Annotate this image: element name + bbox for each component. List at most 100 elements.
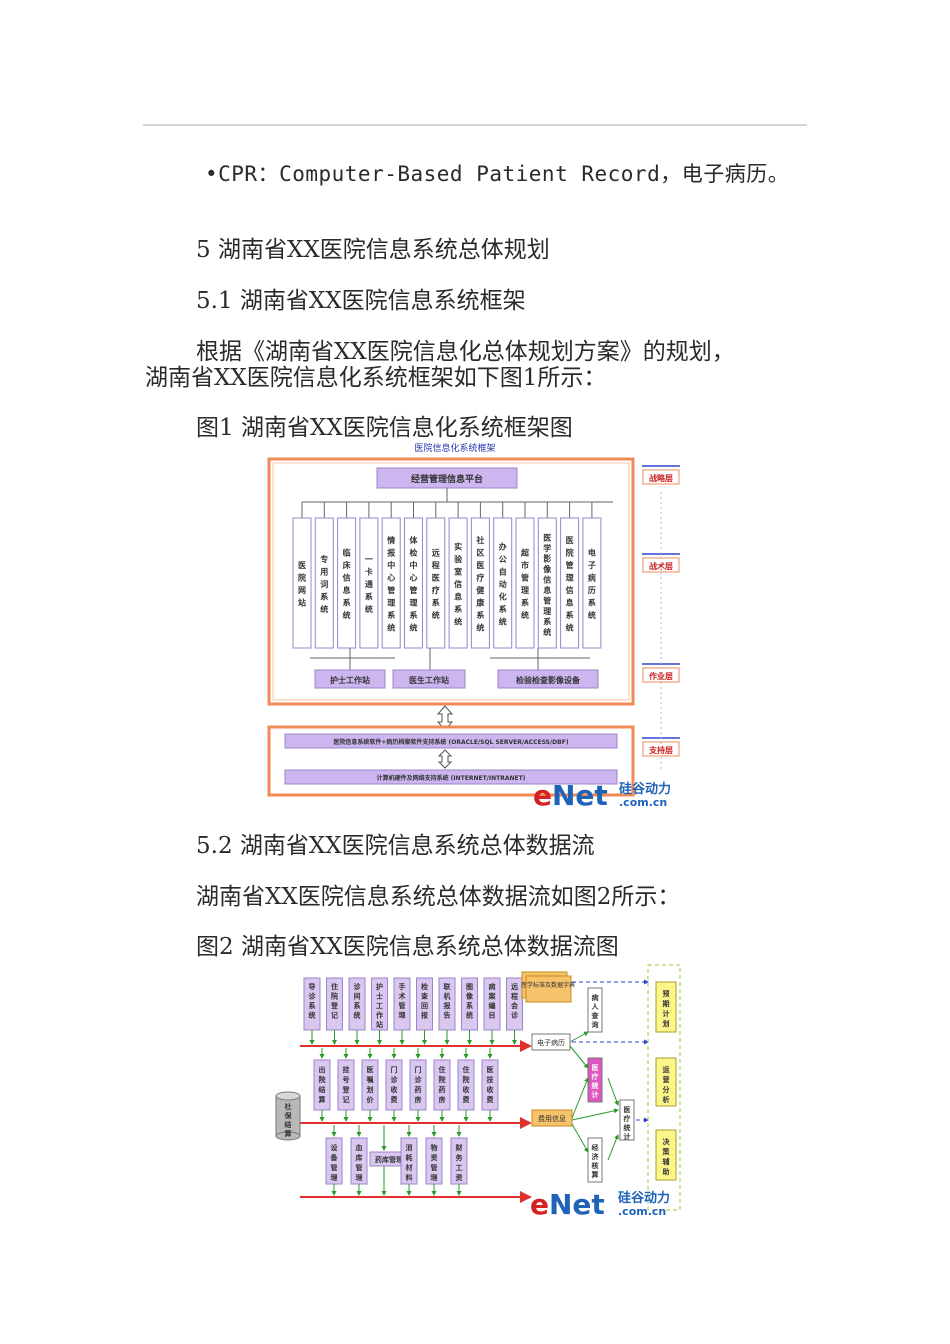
fig2-decision-box — [655, 1129, 677, 1181]
fig1-system-label: 医学影像信息管理系统 — [542, 534, 552, 638]
fig2-analysis-label: 医疗统计 — [624, 1106, 631, 1141]
paragraph-1-line-2: 湖南省XX医院信息化系统框架如下图1所示： — [145, 365, 607, 391]
fig2-bottom-module-label: 设备管理 — [330, 1143, 339, 1182]
fig2-bottom-module-label: 财务工资 — [455, 1143, 464, 1182]
fig2-dictionary-label: 医学标准及数据字典 — [521, 981, 575, 989]
fig1-system-label: 办公自动化系统 — [499, 541, 507, 626]
fig1-system-box — [292, 517, 312, 649]
fig1-layer-label: 作业层 — [649, 671, 673, 681]
figure-2-dataflow-diagram: 导诊系统 住院登记 诊间系统 护士工作站 手术管理 检查回报 联机报告 图像系统 病案编目 远程会… — [268, 960, 693, 1221]
fig2-decision-label: 运营分析 — [663, 1066, 671, 1104]
svg-text:医生工作站: 医生工作站 — [409, 675, 449, 685]
fig2-mid-module-label: 住院药房 — [439, 1065, 446, 1104]
svg-text:医院信息系统软件+病历档案软件支持系统 (ORACLE/SQ: 医院信息系统软件+病历档案软件支持系统 (ORACLE/SQL SERVER/A… — [333, 738, 568, 746]
fig1-layer-box — [642, 469, 680, 485]
svg-text:费用信息: 费用信息 — [538, 1114, 566, 1123]
fig2-analysis-label: 经济核算 — [591, 1143, 600, 1179]
fig1-system-label: 远程医疗系统 — [432, 549, 440, 621]
fig1-system-label: 医院管理信息系统 — [566, 536, 574, 633]
fig1-system-box — [493, 517, 513, 649]
fig2-mid-module-label: 医嘱划价 — [367, 1066, 375, 1104]
fig1-watermark-logo: eNet — [533, 779, 608, 810]
fig2-top-module-label: 远程会诊 — [511, 983, 519, 1020]
fig1-support-bar-1 — [284, 733, 618, 749]
svg-text:电子病历: 电子病历 — [537, 1038, 565, 1047]
fig1-system-box — [448, 517, 468, 649]
fig1-system-label: 超市管理系统 — [520, 548, 530, 621]
fig1-layer-label: 战略层 — [649, 473, 673, 483]
section-5-heading: 5 湖南省XX医院信息系统总体规划 — [196, 237, 550, 263]
fig2-analysis-box — [587, 987, 603, 1033]
fig1-system-label: 一卡通系统 — [365, 555, 373, 614]
fig1-system-box — [314, 517, 334, 649]
fig2-mid-module-label: 门诊药房 — [415, 1065, 423, 1104]
fig2-top-module-label: 护士工作站 — [376, 982, 383, 1029]
fig1-system-label: 专用词系统 — [319, 554, 328, 614]
fig2-mid-module-label: 出院结算 — [318, 1065, 326, 1104]
fig2-decision-label: 预期计划 — [663, 989, 670, 1028]
fig1-system-label: 社区医疗健康系统 — [475, 535, 485, 633]
fig1-system-label: 体检中心管理系统 — [410, 535, 419, 633]
fig1-nurse-station — [314, 669, 386, 689]
fig2-analysis-box — [619, 1099, 635, 1141]
fig1-doctor-station — [392, 669, 466, 689]
fig1-layer-label: 战术层 — [649, 561, 673, 571]
fig2-bottom-module-label: 血库管理 — [356, 1143, 363, 1182]
fig1-watermark-domain: .com.cn — [619, 796, 667, 809]
fig1-system-box — [359, 517, 379, 649]
fig2-social-security-db — [275, 1091, 301, 1141]
fig1-system-label: 情报中心管理系统 — [386, 535, 395, 633]
fig2-watermark-domain: .com.cn — [618, 1205, 666, 1218]
fig2-watermark-logo: eNet — [530, 1188, 605, 1220]
fig1-system-box — [515, 517, 535, 649]
fig2-decision-box — [655, 1057, 677, 1107]
fig2-decision-box — [655, 981, 677, 1033]
fig2-bottom-module-label: 药库管理 — [375, 1155, 403, 1164]
fig2-mid-module-label: 住院收费 — [463, 1065, 471, 1104]
fig2-watermark-cn: 硅谷动力 — [618, 1190, 670, 1206]
paragraph-2: 湖南省XX医院信息系统总体数据流如图2所示： — [196, 884, 681, 910]
fig2-mid-module-label: 门诊收费 — [391, 1065, 399, 1104]
fig1-support-bar-2 — [284, 769, 618, 785]
fig1-layer-label: 支持层 — [648, 745, 673, 755]
fig1-platform-label: 经营管理信息平台 — [411, 473, 483, 485]
header-rule — [143, 124, 807, 126]
svg-text:计算机硬件及网络支持系统 (INTERNET/INTRANE: 计算机硬件及网络支持系统 (INTERNET/INTRANET) — [377, 774, 526, 782]
fig2-top-module-label: 住院登记 — [330, 982, 339, 1020]
fig2-analysis-label: 医疗统计 — [592, 1064, 599, 1099]
fig2-analysis-box — [587, 1137, 603, 1183]
fig2-top-module-label: 病案编目 — [489, 982, 497, 1020]
fig1-system-label: 临床信息系统 — [343, 548, 352, 621]
fig1-system-label: 电子病历系统 — [588, 548, 596, 621]
fig2-top-module-label: 联机报告 — [444, 982, 452, 1020]
fig1-system-label: 医院网站 — [298, 561, 306, 608]
fig1-lab-imaging — [497, 669, 599, 689]
svg-text:护士工作站: 护士工作站 — [330, 675, 370, 685]
fig2-top-module-label: 图像系统 — [465, 982, 474, 1020]
fig1-system-box — [560, 517, 580, 649]
fig1-system-box — [537, 517, 557, 649]
fig1-system-box — [404, 517, 423, 649]
fig2-bottom-module-label: 消耗材料 — [405, 1143, 413, 1182]
fig2-social-label: 社保结算 — [284, 1102, 293, 1138]
fig2-top-module-label: 手术管理 — [398, 982, 406, 1020]
fig1-system-box — [426, 517, 446, 649]
fig2-mid-module-label: 医技收费 — [487, 1066, 495, 1104]
cpr-definition: •CPR：Computer-Based Patient Record，电子病历。 — [205, 162, 790, 186]
fig1-title: 医院信息化系统框架 — [414, 442, 495, 454]
section-5-1-heading: 5.1 湖南省XX医院信息系统框架 — [196, 288, 526, 314]
fig2-decision-label: 决策辅助 — [662, 1137, 671, 1176]
fig2-bottom-module-label: 物资管理 — [431, 1143, 438, 1182]
figure-1-caption: 图1 湖南省XX医院信息化系统框架图 — [196, 415, 573, 441]
fig2-top-module-label: 诊间系统 — [354, 982, 362, 1020]
section-5-2-heading: 5.2 湖南省XX医院信息系统总体数据流 — [196, 833, 595, 859]
fig2-decision-frame — [647, 964, 681, 1211]
figure-1-framework-diagram: 医院信息化系统框架 经营管理信息平台 医院网站 专用词系统 临床信息系统 一卡通系统 情… — [265, 440, 695, 812]
svg-text:检验检查影像设备: 检验检查影像设备 — [516, 675, 581, 685]
fig2-top-module-label: 导诊系统 — [309, 982, 317, 1020]
fig1-system-box — [381, 517, 401, 649]
fig1-watermark-cn: 硅谷动力 — [619, 781, 671, 797]
figure-2-caption: 图2 湖南省XX医院信息系统总体数据流图 — [196, 934, 619, 960]
fig2-top-module-label: 检查回报 — [421, 982, 429, 1020]
fig1-system-box — [337, 517, 357, 649]
